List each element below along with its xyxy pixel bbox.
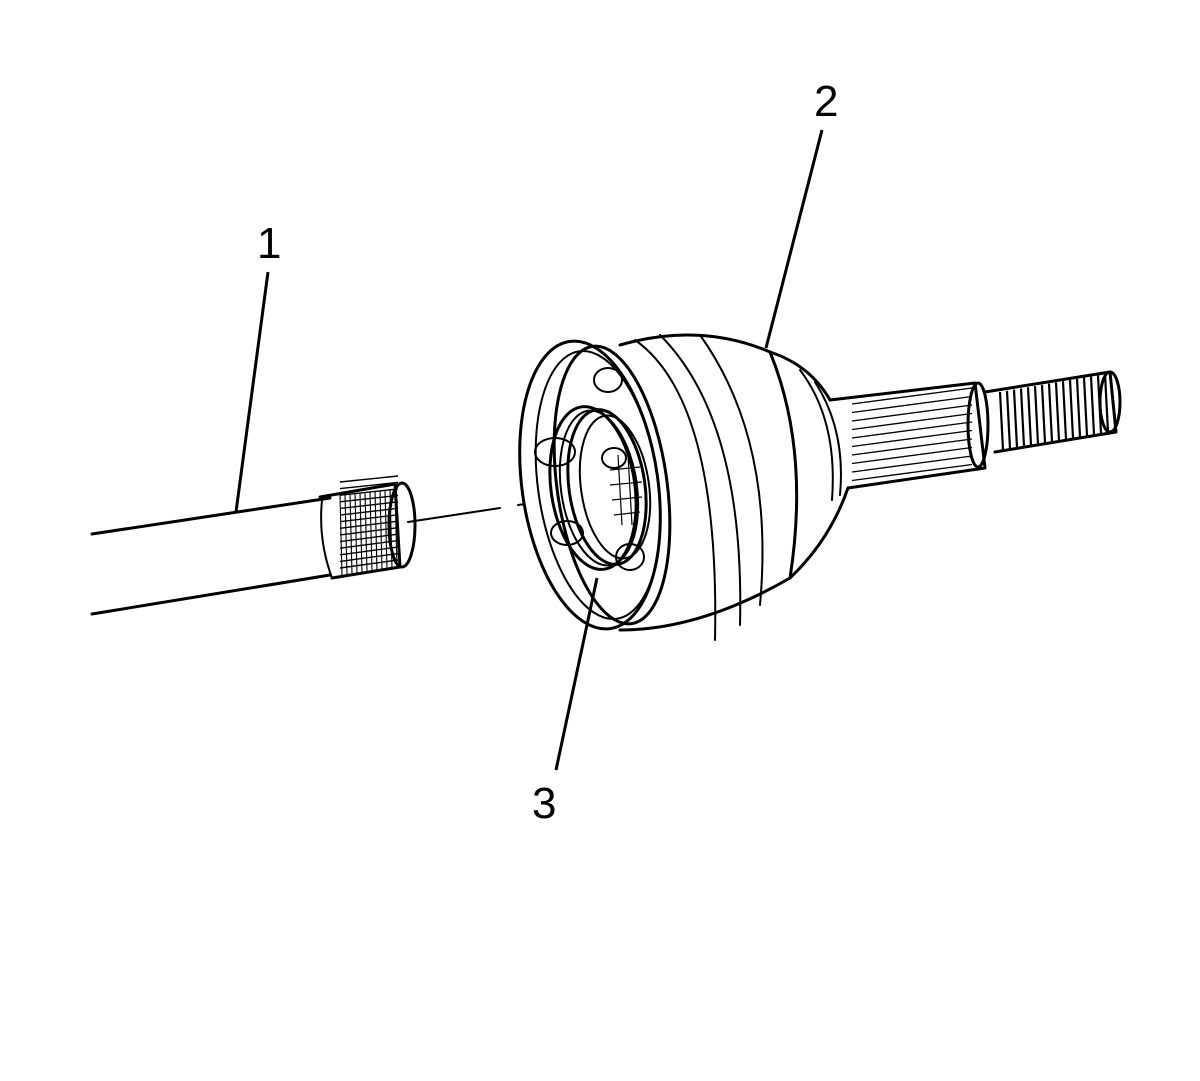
callout-3: 3 xyxy=(532,779,556,828)
halfshaft xyxy=(90,496,332,616)
retaining-ring xyxy=(548,405,640,571)
leader-line-1 xyxy=(234,271,270,513)
callout-2: 2 xyxy=(814,77,838,126)
leader-line-3 xyxy=(554,577,599,771)
callout-1: 1 xyxy=(257,219,281,268)
leader-line-2 xyxy=(764,129,824,349)
shaft-splines xyxy=(318,475,417,580)
